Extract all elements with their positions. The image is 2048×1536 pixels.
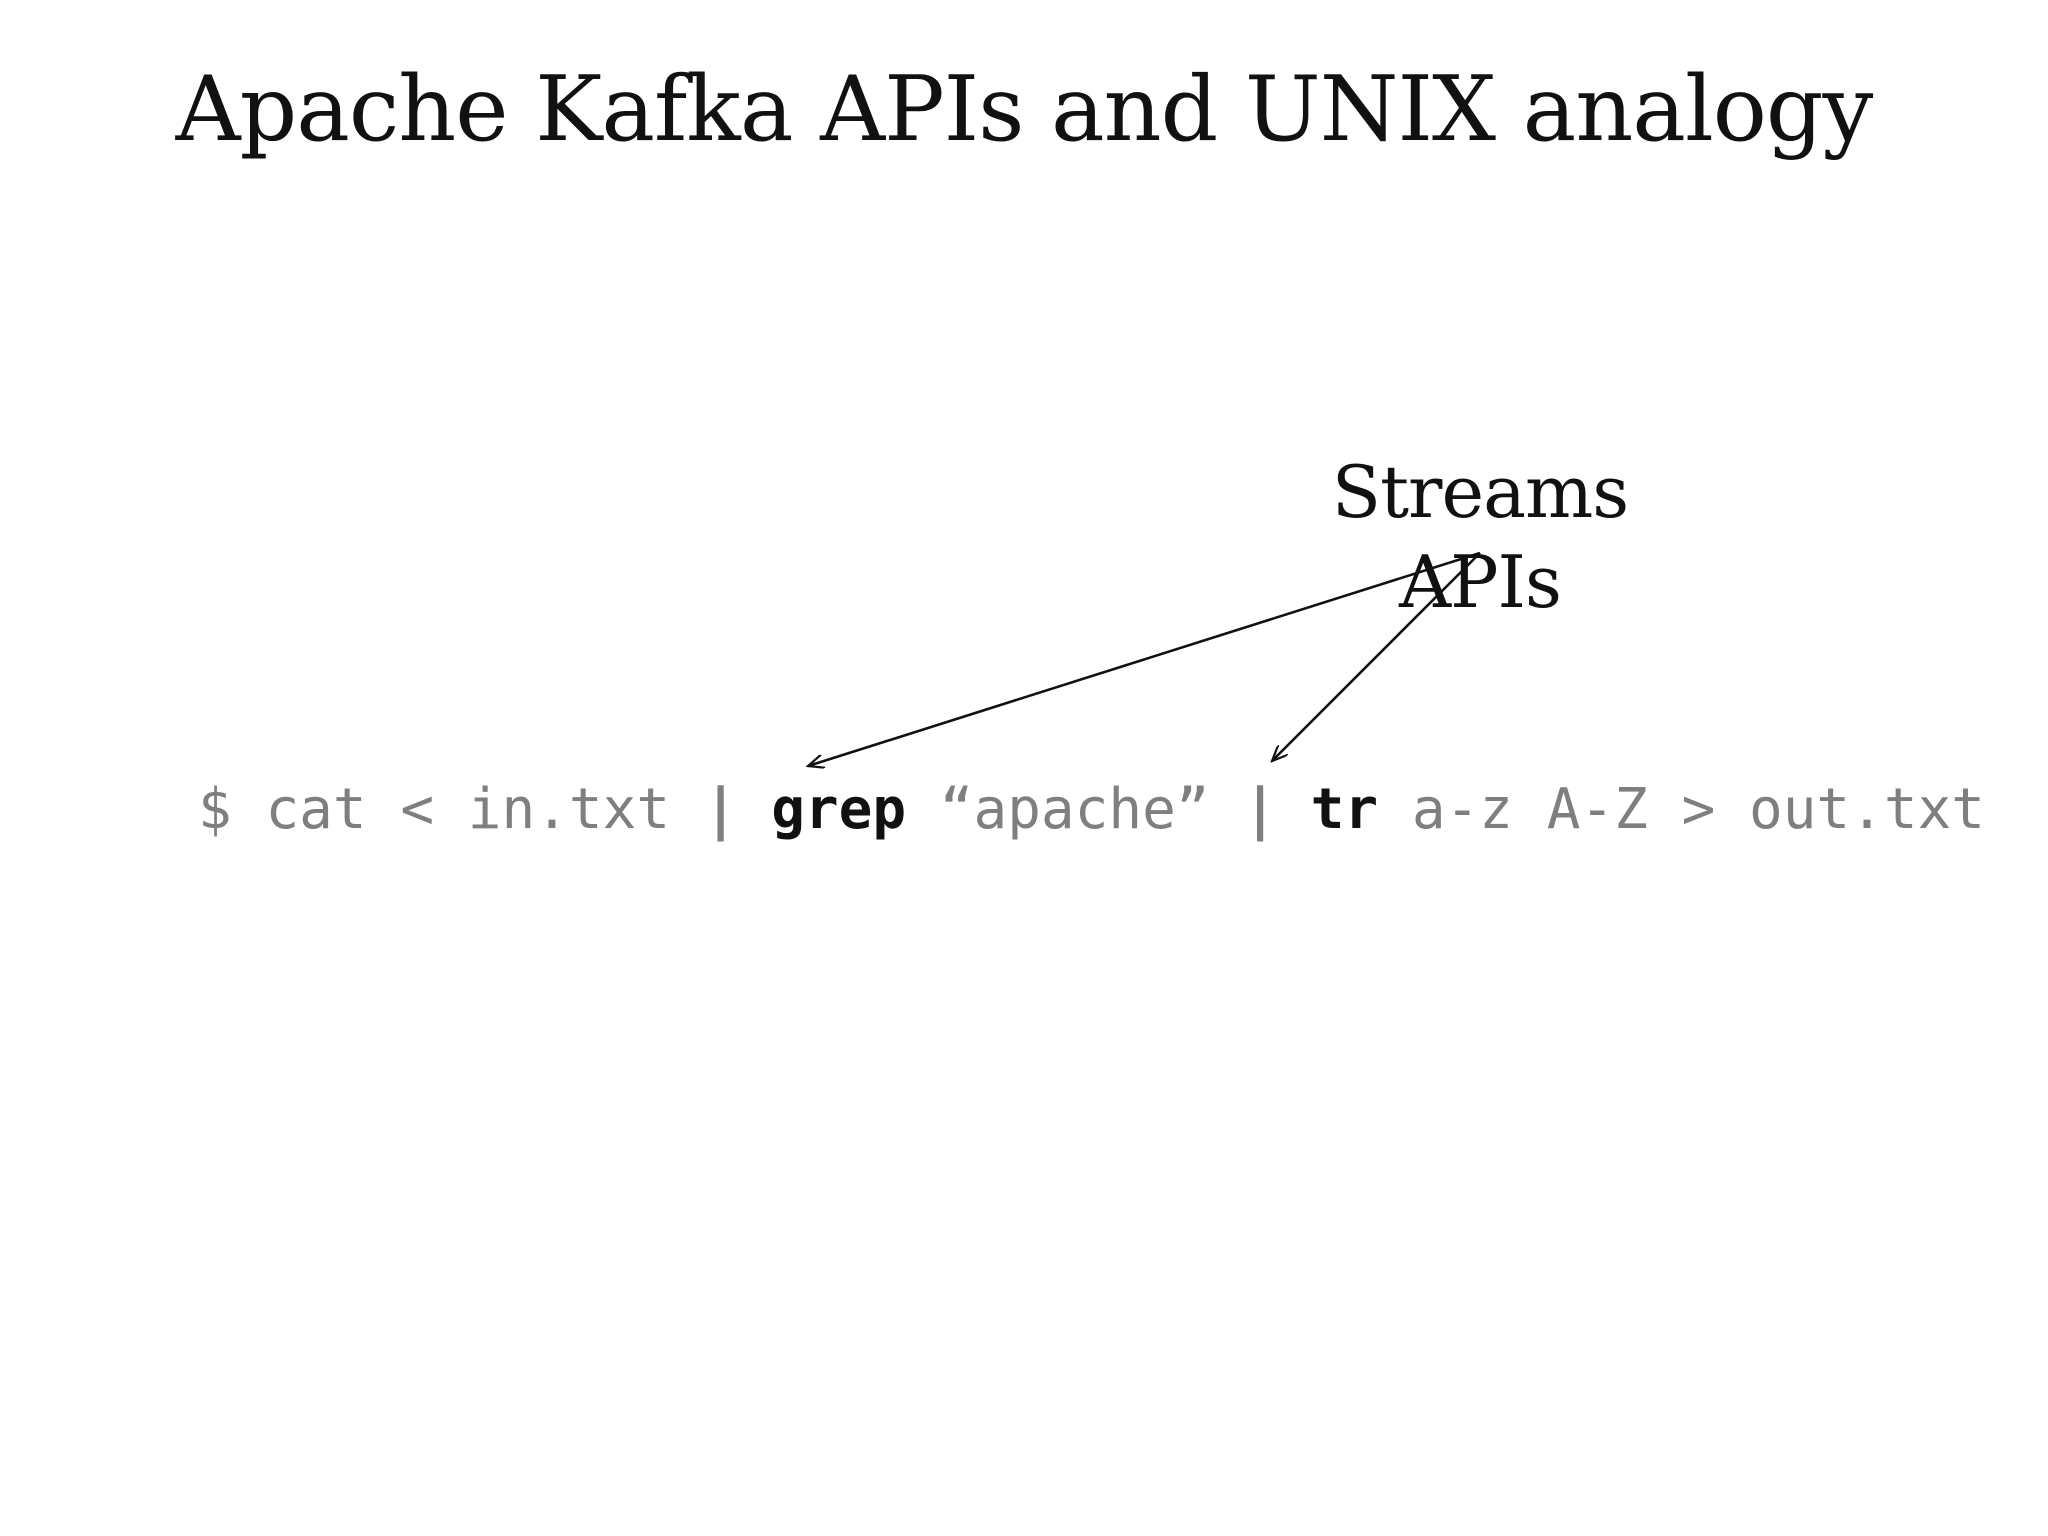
output-redirect: > — [1681, 777, 1716, 842]
grep-command: grep — [771, 777, 907, 842]
tr-range-to: A-Z — [1546, 777, 1648, 842]
shell-prompt: $ — [198, 777, 232, 842]
arrow-to-grep — [808, 551, 1481, 766]
arrow-to-tr — [1272, 552, 1481, 761]
pipe-1: | — [703, 777, 738, 842]
unix-pipeline-command: $ cat < in.txt | grep “apache” | tr a-z … — [198, 770, 1985, 850]
pipe-2: | — [1243, 777, 1277, 842]
grep-pattern: “apache” — [939, 777, 1210, 842]
input-file: in.txt — [467, 777, 671, 842]
cat-command: cat — [265, 777, 367, 842]
tr-range-from: a-z — [1411, 777, 1513, 842]
streams-apis-label: Streams APIs — [1331, 450, 1629, 624]
slide-title: Apache Kafka APIs and UNIX analogy — [175, 57, 1874, 162]
tr-command: tr — [1310, 777, 1379, 842]
input-redirect: < — [400, 777, 435, 842]
output-file: out.txt — [1749, 777, 1986, 842]
